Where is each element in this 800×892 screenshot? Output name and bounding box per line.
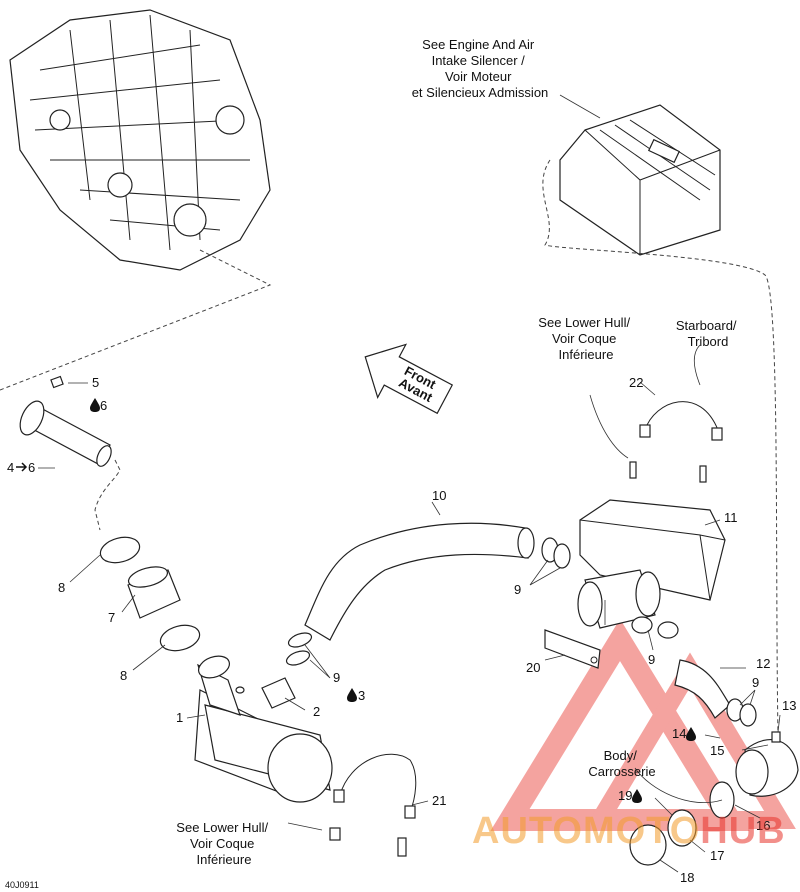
- callouts: 5 6 4 6 8 7 8 1 2 3 9 10 9 11 20 9 12 9 …: [7, 375, 796, 885]
- part-18-ring: [629, 824, 667, 866]
- callout-9-cylinder: 9: [648, 652, 655, 667]
- lower-hull-bottom-3: Inférieure: [197, 852, 252, 867]
- callout-21: 21: [432, 793, 446, 808]
- part-9-clamp-e: [631, 616, 653, 634]
- resonator-cylinder: [577, 569, 661, 629]
- body-label-2: Carrosserie: [588, 764, 655, 779]
- callout-19: 19: [618, 788, 632, 803]
- part-9-clamp-b: [285, 650, 311, 666]
- engine-intake-label-4: et Silencieux Admission: [412, 85, 549, 100]
- callout-14: 14: [672, 726, 686, 741]
- callout-9-elbow: 9: [752, 675, 759, 690]
- callout-1: 1: [176, 710, 183, 725]
- svg-text:Starboard/ Tribord: Starboard/ Tribord: [676, 318, 740, 349]
- svg-text:AUTOMOTOHUB: AUTOMOTOHUB: [472, 810, 786, 852]
- svg-text:See Lower Hull/ Voir Coque: See Lower Hull/ Voir Coque Inférieure: [176, 820, 271, 867]
- lower-hull-top-2: Voir Coque: [552, 331, 616, 346]
- part-13-fitting: [771, 731, 781, 743]
- diagram-ref-code: 40J0911: [5, 880, 39, 890]
- svg-text:Body/ Carrosserie: Body/ Carrosserie: [588, 748, 655, 779]
- part-17-ring: [667, 809, 697, 847]
- callout-6-lower: 6: [28, 460, 35, 475]
- watermark-text-orange: HUB: [700, 810, 785, 852]
- part-5-clamp-screw: [50, 375, 64, 389]
- engine-intake-label-3: Voir Moteur: [445, 69, 512, 84]
- engine-connection-line: [0, 249, 272, 391]
- part-16-outlet-mouth: [735, 749, 769, 795]
- part-4-intake-hose: [19, 400, 112, 467]
- part-7-sleeve: [127, 566, 181, 619]
- lower-hull-bottom-2: Voir Coque: [190, 836, 254, 851]
- callout-17: 17: [710, 848, 724, 863]
- drop-icon-14: [686, 727, 696, 741]
- part-9-clamp-f: [657, 621, 679, 639]
- front-direction-arrow: Front Avant: [364, 343, 454, 415]
- part-9-clamp-d: [553, 543, 571, 569]
- callout-5: 5: [92, 375, 99, 390]
- callout-12: 12: [756, 656, 770, 671]
- lower-hull-top-3: Inférieure: [559, 347, 614, 362]
- callout-8-upper: 8: [58, 580, 65, 595]
- callout-20: 20: [526, 660, 540, 675]
- callout-2: 2: [313, 704, 320, 719]
- callout-13: 13: [782, 698, 796, 713]
- lower-hull-bracket-top-a: [629, 461, 637, 479]
- arrow-icon-4-to-6: [16, 462, 28, 472]
- part-10-exhaust-pipe: [304, 522, 529, 641]
- lower-hull-bracket-bottom-a: [329, 827, 341, 841]
- part-8-clamp-upper: [99, 536, 141, 564]
- part-1-muffler: [194, 655, 333, 803]
- callout-15: 15: [710, 743, 724, 758]
- callout-4: 4: [7, 460, 14, 475]
- engine-intake-label-2: Intake Silencer /: [432, 53, 526, 68]
- drop-icon-3: [347, 688, 357, 702]
- engine-illustration: [9, 9, 271, 271]
- part-9-clamp-h: [739, 703, 757, 727]
- svg-text:See Lower Hull/ Voir Coque: See Lower Hull/ Voir Coque Inférieure: [538, 315, 633, 362]
- part-9-clamp-a: [287, 632, 313, 648]
- drop-icon-19: [632, 789, 642, 803]
- part-20-bracket: [544, 629, 601, 669]
- watermark-text-red: AUTOMOTO: [472, 810, 700, 852]
- part-21-strap: [333, 753, 417, 819]
- body-label-1: Body/: [604, 748, 638, 763]
- lower-hull-bracket-bottom-b: [397, 837, 407, 857]
- callout-18: 18: [680, 870, 694, 885]
- svg-text:See Engine And Air Intake: See Engine And Air Intake Silencer / Voi…: [412, 37, 549, 100]
- drop-icon-6: [90, 398, 100, 412]
- part-8-clamp-lower: [159, 624, 201, 652]
- callout-8-lower: 8: [120, 668, 127, 683]
- starboard-2: Tribord: [688, 334, 729, 349]
- engine-intake-label-1: See Engine And Air: [422, 37, 535, 52]
- callout-10: 10: [432, 488, 446, 503]
- lubricant-icons: [16, 398, 696, 803]
- watermark-logo: [490, 618, 796, 831]
- callout-11: 11: [724, 510, 738, 525]
- part-12-elbow: [674, 659, 731, 719]
- silencer-hose-line: [542, 159, 779, 736]
- callout-6-upper: 6: [100, 398, 107, 413]
- lower-hull-top-1: See Lower Hull/: [538, 315, 630, 330]
- callout-3: 3: [358, 688, 365, 703]
- lower-hull-bottom-1: See Lower Hull/: [176, 820, 268, 835]
- part-22-strap: [639, 401, 723, 441]
- callout-9-pipe: 9: [333, 670, 340, 685]
- part-2-outlet: [261, 677, 296, 709]
- callout-16: 16: [756, 818, 770, 833]
- callout-9-box: 9: [514, 582, 521, 597]
- callout-7: 7: [108, 610, 115, 625]
- lower-hull-bracket-top-b: [699, 465, 707, 483]
- intake-silencer-illustration: [559, 104, 721, 256]
- callout-22: 22: [629, 375, 643, 390]
- callout-leaders: [38, 381, 781, 873]
- starboard-1: Starboard/: [676, 318, 737, 333]
